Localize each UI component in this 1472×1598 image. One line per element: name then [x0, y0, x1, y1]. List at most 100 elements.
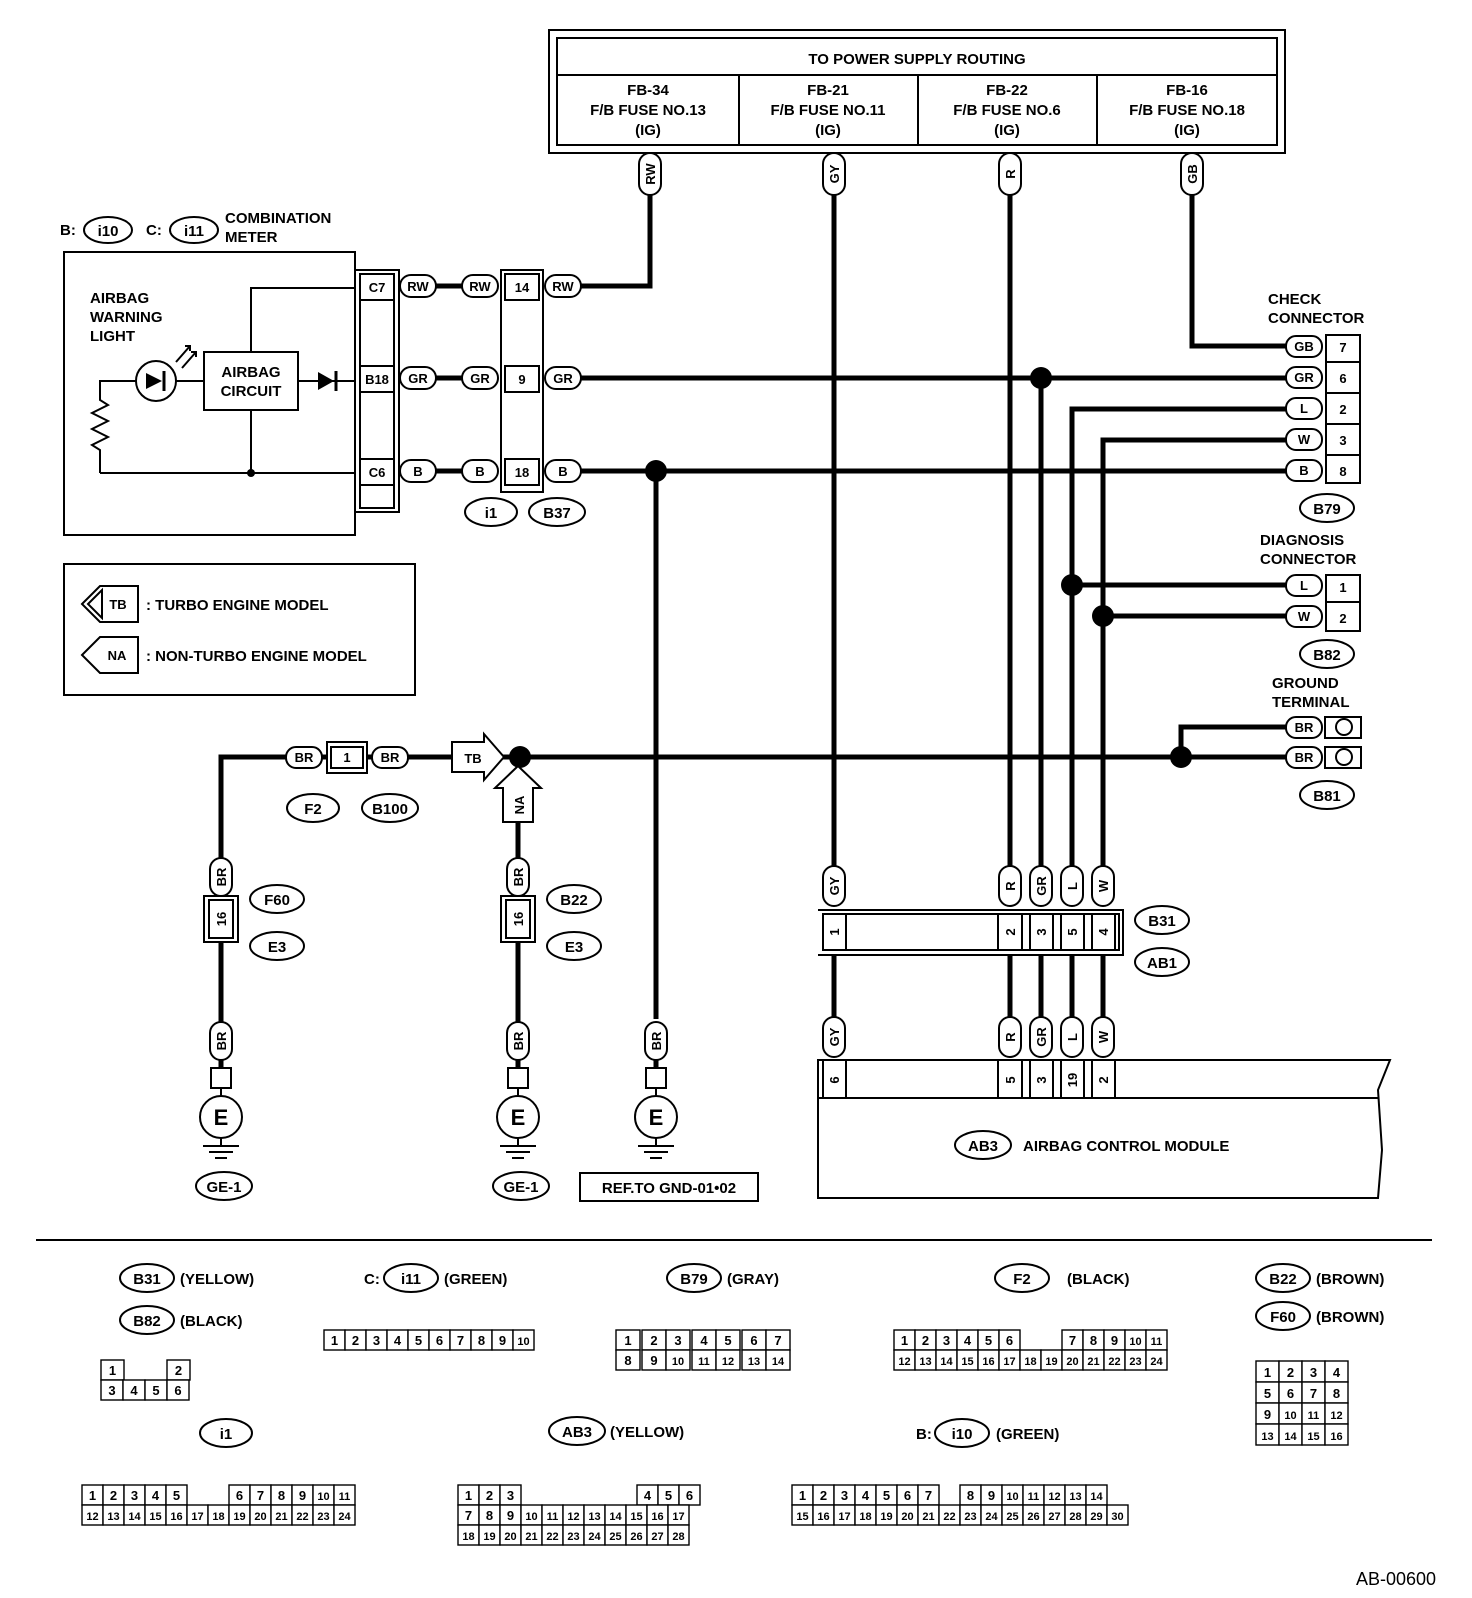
check-pin: 7 — [1339, 340, 1346, 355]
pin-number: 20 — [254, 1511, 266, 1523]
module-pin-bottom: 6 — [827, 1076, 842, 1083]
ground-symbol: E — [649, 1105, 664, 1130]
pin-number: 8 — [1333, 1386, 1340, 1401]
pin-number: 5 — [724, 1333, 731, 1348]
pin-number: 29 — [1090, 1511, 1102, 1523]
pin-number: 27 — [1048, 1511, 1060, 1523]
module-pin-top: 2 — [1003, 928, 1018, 935]
diagnosis-pin: 1 — [1339, 580, 1346, 595]
fuse-id: FB-34 — [627, 82, 669, 99]
fuse-id: FB-22 — [986, 82, 1028, 99]
pin-number: 14 — [609, 1511, 622, 1523]
meter-b-id: i10 — [98, 223, 119, 240]
wire-tag-r: R — [1003, 169, 1018, 179]
pin-number: 14 — [772, 1356, 785, 1368]
ground-terminal-wire: BR — [1295, 720, 1314, 735]
pin-number: 6 — [904, 1488, 911, 1503]
meter-pin: C7 — [369, 280, 386, 295]
pin-cell — [615, 1349, 641, 1371]
meter-c-prefix: C: — [146, 222, 162, 239]
pin-number: 16 — [170, 1511, 182, 1523]
pin-number: 13 — [1261, 1431, 1273, 1443]
module-pin-bottom: 3 — [1034, 1076, 1049, 1083]
airbag-control-module: 6 5 3 19 2 AB3 AIRBAG CONTROL MODULE — [817, 1059, 1392, 1199]
junction-pin: 18 — [515, 465, 529, 480]
pin-number: 12 — [898, 1356, 910, 1368]
power-wire-tags: RW GY R GB — [638, 152, 1204, 196]
pin-number: 18 — [212, 1511, 224, 1523]
pin-number: 30 — [1111, 1511, 1123, 1523]
pin-number: 13 — [588, 1511, 600, 1523]
pin-number: 4 — [152, 1488, 160, 1503]
pin-number: 15 — [796, 1511, 808, 1523]
pin-number: 6 — [174, 1383, 181, 1398]
ground-conn-bottom: E3 — [565, 939, 583, 956]
pin-number: 16 — [817, 1511, 829, 1523]
check-connector-id: B79 — [1313, 501, 1341, 518]
ground-label: GE-1 — [206, 1179, 241, 1196]
pin-number: 1 — [1264, 1365, 1271, 1380]
view-color: (BROWN) — [1316, 1271, 1384, 1288]
pin-number: 8 — [478, 1333, 485, 1348]
pin-cell — [1145, 1349, 1168, 1371]
junction-pin: 9 — [518, 372, 525, 387]
pin-number: 8 — [278, 1488, 285, 1503]
pin-number: 9 — [507, 1508, 514, 1523]
pin-number: 7 — [925, 1488, 932, 1503]
meter-wire-tag: GR — [408, 371, 428, 386]
ground-ref-label: REF.TO GND-01•02 — [602, 1180, 736, 1197]
pin-number: 12 — [722, 1356, 734, 1368]
ground-terminal-wire: BR — [1295, 750, 1314, 765]
pin-number: 2 — [650, 1333, 657, 1348]
pin-number: 3 — [507, 1488, 514, 1503]
pin-number: 2 — [922, 1333, 929, 1348]
pin-number: 15 — [1307, 1431, 1319, 1443]
pin-number: 7 — [257, 1488, 264, 1503]
pin-number: 12 — [1048, 1491, 1060, 1503]
warning-light-label: AIRBAG — [90, 290, 149, 307]
meter-b-prefix: B: — [60, 222, 76, 239]
pin-cell — [166, 1379, 190, 1401]
fuse-ig: (IG) — [815, 122, 841, 139]
pin-number: 17 — [672, 1511, 684, 1523]
pin-number: 10 — [525, 1511, 537, 1523]
module-connector-id-top: B31 — [1148, 913, 1176, 930]
pin-number: 5 — [883, 1488, 890, 1503]
pin-number: 5 — [985, 1333, 992, 1348]
meter-pin: B18 — [365, 372, 389, 387]
ground-terminal-title: TERMINAL — [1272, 694, 1350, 711]
pin-number: 2 — [175, 1363, 182, 1378]
junction-connector: RW GR B 14 9 18 RW GR B i1 B37 — [461, 269, 586, 527]
pin-number: 23 — [317, 1511, 329, 1523]
diagnosis-connector-title: CONNECTOR — [1260, 551, 1357, 568]
ground-wire-tag: BR — [511, 867, 526, 886]
pin-number: 6 — [436, 1333, 443, 1348]
pin-number: 24 — [985, 1511, 998, 1523]
pin-number: 5 — [1264, 1386, 1271, 1401]
module-name: AIRBAG CONTROL MODULE — [1023, 1138, 1229, 1155]
module-pin-bottom: 2 — [1096, 1076, 1111, 1083]
airbag-circuit-label: AIRBAG — [221, 364, 280, 381]
module-wire-top: R — [1003, 881, 1018, 891]
wire-tag-gb: GB — [1185, 164, 1200, 184]
figure-id: AB-00600 — [1356, 1569, 1436, 1589]
pin-number: 4 — [1333, 1365, 1341, 1380]
pin-number: 19 — [1045, 1356, 1057, 1368]
wire-tag-gy: GY — [827, 164, 842, 183]
pin-cell — [665, 1349, 691, 1371]
pin-number: 1 — [901, 1333, 908, 1348]
view-color: (BLACK) — [1067, 1271, 1129, 1288]
pin-number: 4 — [644, 1488, 652, 1503]
view-color: (GREEN) — [444, 1271, 507, 1288]
pin-number: 22 — [296, 1511, 308, 1523]
check-pin: 8 — [1339, 464, 1346, 479]
view-id: AB3 — [562, 1424, 592, 1441]
pin-number: 28 — [1069, 1511, 1081, 1523]
pin-number: 9 — [1264, 1407, 1271, 1422]
pin-number: 6 — [1006, 1333, 1013, 1348]
pin-number: 14 — [1090, 1491, 1103, 1503]
pin-number: 22 — [546, 1531, 558, 1543]
